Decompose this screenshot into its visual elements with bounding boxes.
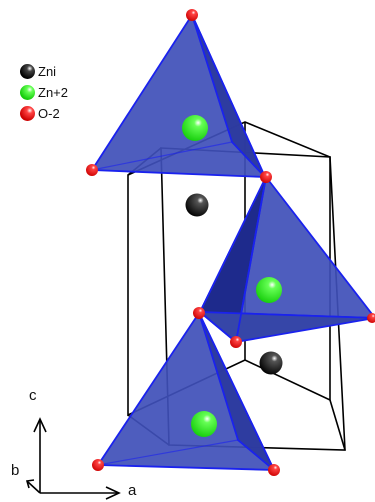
oxygen-atom <box>86 164 98 176</box>
tetrahedron-top <box>91 14 266 178</box>
legend-label: Zn+2 <box>38 85 68 100</box>
zn2-atom <box>191 411 217 437</box>
red-dot-icon <box>20 106 35 121</box>
tetrahedron-middle <box>199 176 375 343</box>
b-axis-arrow <box>27 481 41 494</box>
oxygen-atom <box>260 171 272 183</box>
legend-item-zn2: Zn+2 <box>20 82 68 103</box>
oxygen-atom <box>367 313 375 323</box>
legend-item-zni: Zni <box>20 61 68 82</box>
axis-label-c: c <box>29 387 37 404</box>
axis-label-b: b <box>11 462 20 479</box>
zn-interstitial-atom <box>259 351 283 375</box>
unit-cell-edge <box>329 399 346 451</box>
zn2-atom <box>256 277 282 303</box>
oxygen-atom <box>268 464 280 476</box>
axis-label-a: a <box>128 482 137 499</box>
zn-interstitial-atom <box>185 193 209 217</box>
black-dot-icon <box>20 64 35 79</box>
oxygen-atom <box>92 459 104 471</box>
oxygen-atom <box>193 307 205 319</box>
legend: Zni Zn+2 O-2 <box>20 61 68 124</box>
zn2-atom <box>182 115 208 141</box>
legend-item-o2: O-2 <box>20 103 68 124</box>
oxygen-atom <box>186 9 198 21</box>
axis-indicator <box>25 417 121 500</box>
green-dot-icon <box>20 85 35 100</box>
oxygen-atoms <box>86 9 375 476</box>
legend-label: Zni <box>38 64 57 79</box>
legend-label: O-2 <box>38 106 60 121</box>
tetrahedron-bottom <box>97 312 275 471</box>
oxygen-atom <box>230 336 242 348</box>
